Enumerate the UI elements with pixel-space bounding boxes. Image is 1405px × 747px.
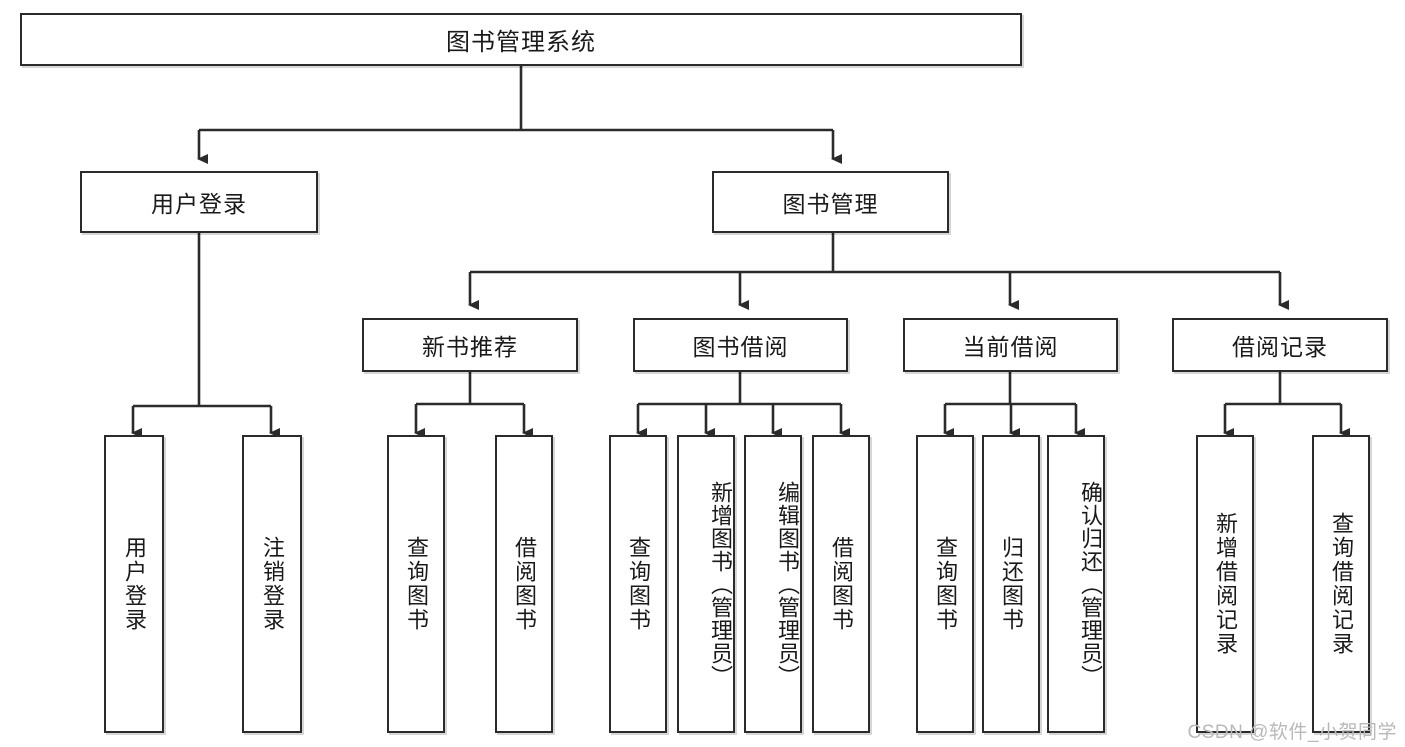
node-leaf-query-record[interactable]: 查询借阅记录: [1312, 435, 1370, 733]
csdn-watermark: CSDN @软件_小贺同学: [1187, 722, 1397, 743]
node-current-borrow[interactable]: 当前借阅: [903, 318, 1118, 372]
node-leaf-query-book-2-label: 查询图书: [625, 536, 651, 632]
node-leaf-confirm-return-label: 确认归还（管理员）: [1078, 480, 1103, 688]
node-leaf-query-book-3[interactable]: 查询图书: [916, 435, 974, 733]
node-leaf-user-login[interactable]: 用户登录: [104, 435, 164, 733]
node-leaf-borrow-book-2-label: 借阅图书: [828, 536, 854, 632]
node-leaf-borrow-book-2[interactable]: 借阅图书: [812, 435, 870, 733]
node-leaf-add-book[interactable]: 新增图书（管理员）: [677, 435, 735, 733]
node-leaf-add-record-label: 新增借阅记录: [1212, 512, 1238, 656]
node-leaf-query-book-3-label: 查询图书: [932, 536, 958, 632]
node-leaf-borrow-book-1[interactable]: 借阅图书: [495, 435, 553, 733]
node-book-borrow-label: 图书借阅: [692, 334, 789, 360]
node-current-borrow-label: 当前借阅: [962, 334, 1059, 360]
node-leaf-query-record-label: 查询借阅记录: [1328, 512, 1354, 656]
node-new-book-rec[interactable]: 新书推荐: [362, 318, 578, 372]
node-borrow-record[interactable]: 借阅记录: [1172, 318, 1388, 372]
node-leaf-borrow-book-1-label: 借阅图书: [511, 536, 537, 632]
node-leaf-query-book-1[interactable]: 查询图书: [387, 435, 445, 733]
node-leaf-user-login-label: 用户登录: [121, 536, 147, 632]
node-leaf-logout-login-label: 注销登录: [259, 536, 285, 632]
node-leaf-query-book-2[interactable]: 查询图书: [609, 435, 667, 733]
node-leaf-query-book-1-label: 查询图书: [403, 536, 429, 632]
node-borrow-record-label: 借阅记录: [1232, 334, 1328, 360]
node-user-login-label: 用户登录: [151, 191, 247, 217]
node-leaf-return-book[interactable]: 归还图书: [982, 435, 1040, 733]
node-leaf-edit-book-label: 编辑图书（管理员）: [775, 480, 800, 688]
node-leaf-return-book-label: 归还图书: [998, 536, 1024, 632]
node-leaf-edit-book[interactable]: 编辑图书（管理员）: [744, 435, 802, 733]
node-leaf-confirm-return[interactable]: 确认归还（管理员）: [1047, 435, 1105, 733]
node-book-manage-label: 图书管理: [782, 191, 879, 217]
node-new-book-rec-label: 新书推荐: [422, 334, 518, 360]
node-root[interactable]: 图书管理系统: [20, 13, 1022, 66]
node-root-label: 图书管理系统: [446, 29, 596, 56]
node-leaf-add-record[interactable]: 新增借阅记录: [1196, 435, 1254, 733]
node-leaf-logout-login[interactable]: 注销登录: [242, 435, 302, 733]
node-leaf-add-book-label: 新增图书（管理员）: [708, 480, 733, 688]
node-book-manage[interactable]: 图书管理: [712, 171, 949, 233]
node-user-login[interactable]: 用户登录: [80, 171, 318, 233]
node-book-borrow[interactable]: 图书借阅: [633, 318, 848, 372]
